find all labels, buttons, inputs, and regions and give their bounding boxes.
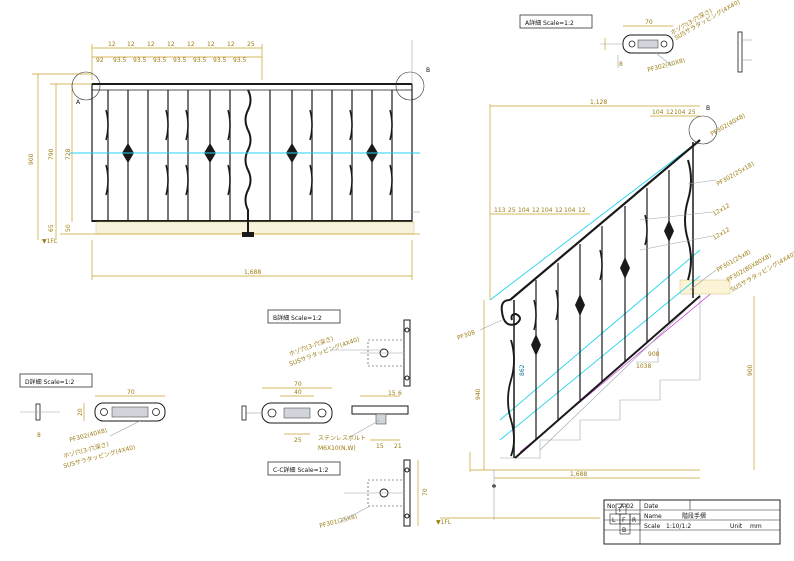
stair-fl-mark: ▼1FL <box>436 519 452 526</box>
stair-mid-pitch-3: 104 <box>518 207 530 214</box>
a-side-label: 8 <box>619 61 623 68</box>
stair-label-scroll: PF308 <box>456 329 476 342</box>
stair-top-pitch-2: 12 <box>666 109 674 116</box>
stair-mid-pitch-5: 104 <box>541 207 553 214</box>
stair-mid-pitch-2: 25 <box>508 207 516 214</box>
elev-top-dim-4: 12 <box>167 41 175 48</box>
elev-top-dim-5: 12 <box>187 41 195 48</box>
stair-view: 1,128 104 12 104 25 113 25 104 12 104 12… <box>436 99 794 526</box>
elev-fl-mark: ▼1FL <box>42 238 58 245</box>
stair-top-width: 1,128 <box>590 99 607 106</box>
title-no-label: No. <box>607 503 617 510</box>
a-width: 70 <box>645 19 653 26</box>
stair-bottom-width: 1,688 <box>570 471 587 478</box>
elev-height-low: 65 <box>48 224 55 232</box>
d-detail: D詳細 Scale=1:2 70 20 8 PF302(40X8) ホゾ穴(3-… <box>19 373 166 470</box>
elev-pitch-7: 93.5 <box>213 57 227 64</box>
d-side: 8 <box>37 432 41 439</box>
stair-mid-pitch-8: 12 <box>578 207 586 214</box>
title-no-value: A-02 <box>620 503 634 510</box>
view-b: B <box>622 527 626 534</box>
title-block: No. A-02 Date Name 階段手摺 Scale 1:10/1:2 U… <box>603 499 781 545</box>
c-detail: C-C詳細 Scale=1:2 70 PF301(25X8) <box>267 459 429 530</box>
title-name-value: 階段手摺 <box>682 512 706 520</box>
elev-height-bottom: 50 <box>65 224 72 232</box>
b-side-2: 6 <box>398 390 402 397</box>
stair-step-label: 908 <box>648 351 660 358</box>
elev-height-mid: 728 <box>65 148 72 160</box>
title-scale-value: 1:10/1:2 <box>666 523 691 530</box>
b-callout-4: M6X10(N,W) <box>318 445 356 452</box>
elev-pitch-4: 93.5 <box>153 57 167 64</box>
c-height: 70 <box>422 488 429 496</box>
elev-pitch-2: 93.5 <box>113 57 127 64</box>
elev-height-outer: 900 <box>28 153 35 165</box>
stair-label-bar-12b: 12x12 <box>712 226 732 242</box>
stair-label-upper-bar: PF302(25x18) <box>716 161 756 188</box>
stair-callout-b: B <box>706 105 710 112</box>
elev-pitch-5: 93.5 <box>173 57 187 64</box>
b-width: 70 <box>294 381 302 388</box>
stair-top-pitch-3: 104 <box>674 109 686 116</box>
view-l: L <box>612 517 616 524</box>
a-detail-title: A詳細 Scale=1:2 <box>525 19 574 27</box>
view-t: T <box>617 507 622 514</box>
stair-step-label-2: 1038 <box>636 363 651 370</box>
a-detail: A詳細 Scale=1:2 70 8 ホゾ穴(3-穴深さ) SUSサラタッピング… <box>519 0 752 74</box>
b-side-3: 15 <box>376 443 384 450</box>
elev-height-inner: 790 <box>48 148 55 160</box>
title-scale-label: Scale <box>644 523 660 530</box>
b-side-1: 15 <box>388 390 396 397</box>
view-r: R <box>632 517 636 524</box>
d-height: 20 <box>77 408 84 416</box>
stair-rail-length: 862 <box>519 364 526 376</box>
elev-callout-a: A <box>76 99 81 106</box>
title-name-label: Name <box>644 513 662 520</box>
elev-total-width: 1,688 <box>244 269 261 276</box>
elevation-balusters <box>105 89 393 237</box>
title-date-label: Date <box>644 503 659 510</box>
elev-callout-b: B <box>426 67 430 74</box>
elev-pitch-1: 92 <box>96 57 104 64</box>
b-detail: B詳細 Scale=1:2 70 40 25 ホゾ穴(3-穴深さ) SUSサラタ… <box>241 309 411 452</box>
stair-top-pitch-4: 25 <box>688 109 696 116</box>
stair-top-pitch-1: 104 <box>652 109 664 116</box>
b-side-4: 21 <box>394 443 402 450</box>
stair-height-left: 940 <box>475 388 482 400</box>
elev-top-dim-2: 12 <box>127 41 135 48</box>
stair-mid-pitch-1: 113 <box>494 207 506 214</box>
elev-top-dim-8: 25 <box>247 41 255 48</box>
c-detail-title: C-C詳細 Scale=1:2 <box>273 466 328 474</box>
d-width: 70 <box>127 389 135 396</box>
elev-pitch-8: 93.5 <box>233 57 247 64</box>
view-f: F <box>622 517 626 524</box>
elev-pitch-6: 93.5 <box>193 57 207 64</box>
elev-pitch-3: 93.5 <box>133 57 147 64</box>
title-unit-label: Unit <box>730 523 743 530</box>
a-callout-2: SUSサラタッピング(4X40) <box>673 0 741 42</box>
elev-top-dim-3: 12 <box>147 41 155 48</box>
b-inner: 40 <box>294 389 302 396</box>
elev-top-dim-6: 12 <box>207 41 215 48</box>
stair-mid-pitch-6: 12 <box>555 207 563 214</box>
stair-mid-pitch-4: 12 <box>532 207 540 214</box>
elev-top-dim-1: 12 <box>108 41 116 48</box>
elev-top-dim-7: 12 <box>227 41 235 48</box>
title-unit-value: mm <box>750 523 762 530</box>
elevation-view: 12 12 12 12 12 12 12 25 92 93.5 93.5 93.… <box>28 40 430 280</box>
b-detail-title: B詳細 Scale=1:2 <box>273 314 322 322</box>
stair-label-top-rail: PF302(40X8) <box>710 112 747 137</box>
b-callout-3: ステンレスボルト <box>318 434 366 442</box>
stair-label-bar-12: 12x12 <box>712 202 732 218</box>
stair-height-right: 900 <box>747 364 754 376</box>
a-part: PF302(40X8) <box>647 57 686 74</box>
stair-mid-pitch-7: 104 <box>564 207 576 214</box>
d-detail-title: D詳細 Scale=1:2 <box>25 378 75 386</box>
b-bolt: 25 <box>294 437 302 444</box>
d-part: PF302(40X8) <box>69 427 108 444</box>
